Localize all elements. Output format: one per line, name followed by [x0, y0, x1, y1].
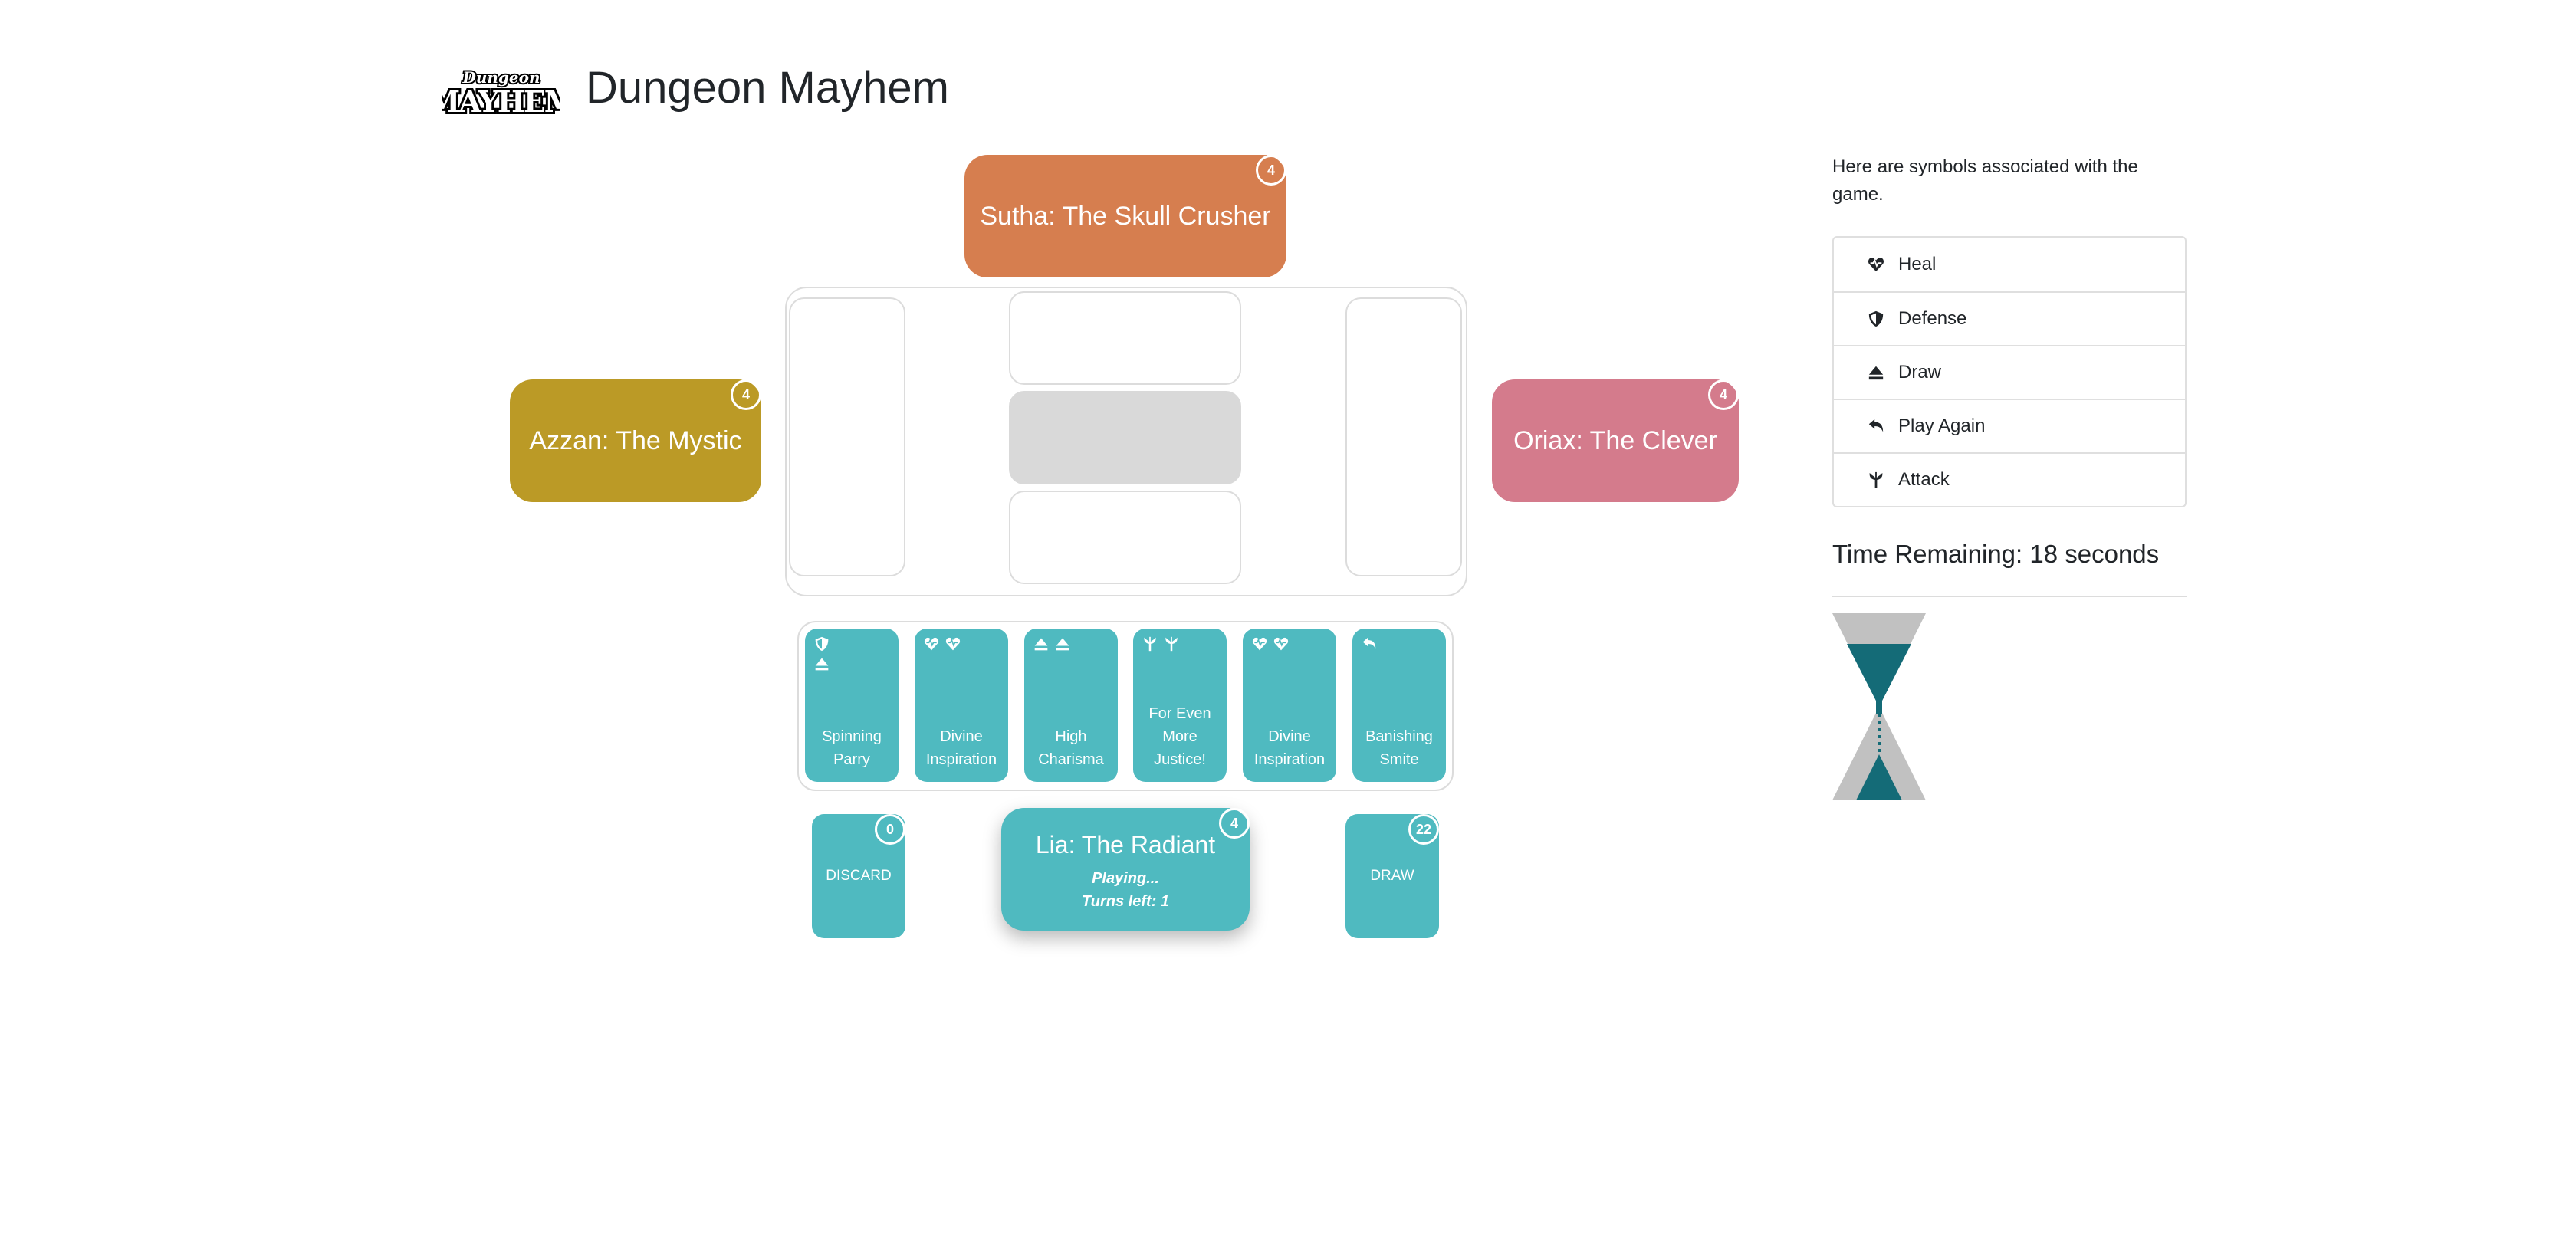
shield-icon	[1868, 310, 1884, 327]
dungeon-mayhem-logo: Dungeon MAYHEM	[442, 67, 560, 120]
svg-text:Dungeon: Dungeon	[462, 68, 540, 87]
draw-label: DRAW	[1370, 868, 1414, 884]
legend-item-defense: Defense	[1834, 291, 2185, 345]
hand-card[interactable]: Divine Inspiration	[915, 629, 1008, 782]
heal-icon	[1273, 637, 1289, 651]
opponent-name: Sutha: The Skull Crusher	[980, 201, 1271, 231]
card-name: Banishing Smite	[1365, 728, 1433, 768]
draw-pile[interactable]: DRAW 22	[1346, 814, 1439, 938]
legend-label: Draw	[1898, 362, 1942, 383]
player-name: Lia: The Radiant	[1035, 831, 1216, 859]
player-card-lia[interactable]: Lia: The Radiant Playing... Turns left: …	[1001, 808, 1250, 931]
opponent-card-sutha[interactable]: Sutha: The Skull Crusher 4	[964, 155, 1286, 277]
discard-count-badge: 0	[875, 814, 905, 845]
symbols-help-text: Here are symbols associated with the gam…	[1832, 156, 2138, 205]
discard-pile[interactable]: DISCARD 0	[812, 814, 905, 938]
divider	[1832, 596, 2187, 597]
health-badge: 4	[731, 379, 761, 410]
play-again-icon	[1868, 419, 1884, 432]
heal-icon	[1868, 258, 1884, 272]
board-slot-center-active	[1009, 391, 1241, 484]
legend-item-draw: Draw	[1834, 345, 2185, 399]
legend-label: Heal	[1898, 254, 1937, 274]
shield-icon	[815, 636, 829, 652]
hand-card[interactable]: High Charisma	[1024, 629, 1118, 782]
health-badge: 4	[1219, 808, 1250, 839]
card-name: Divine Inspiration	[925, 728, 997, 768]
game-board	[785, 287, 1467, 596]
board-slot-center-bottom	[1009, 491, 1241, 584]
opponent-card-oriax[interactable]: Oriax: The Clever 4	[1492, 379, 1739, 502]
draw-count-badge: 22	[1408, 814, 1439, 845]
legend-item-attack: Attack	[1834, 452, 2185, 506]
heal-icon	[945, 637, 961, 651]
player-status: Playing... Turns left: 1	[1082, 867, 1169, 913]
board-slot-right	[1346, 297, 1462, 576]
time-remaining: Time Remaining: 18 seconds	[1832, 540, 2160, 568]
heal-icon	[1252, 637, 1267, 651]
discard-label: DISCARD	[826, 868, 892, 884]
board-slot-center-top	[1009, 291, 1241, 385]
card-name: High Charisma	[1038, 728, 1104, 768]
hourglass-icon	[1832, 613, 1926, 800]
player-hand	[797, 621, 1454, 791]
opponent-card-azzan[interactable]: Azzan: The Mystic 4	[510, 379, 761, 502]
legend-item-play-again: Play Again	[1834, 399, 2185, 452]
health-badge: 4	[1256, 155, 1286, 186]
attack-icon	[1144, 636, 1156, 652]
draw-icon	[1868, 366, 1884, 380]
play-again-icon	[1362, 637, 1376, 649]
page-title: Dungeon Mayhem	[586, 63, 949, 113]
card-name: For Even More Justice!	[1148, 705, 1211, 768]
hand-card[interactable]: Banishing Smite	[1352, 629, 1446, 782]
draw-icon	[815, 658, 829, 671]
health-badge: 4	[1708, 379, 1739, 410]
opponent-name: Azzan: The Mystic	[529, 425, 742, 455]
hand-card[interactable]: Divine Inspiration	[1243, 629, 1336, 782]
attack-icon	[1165, 636, 1178, 652]
legend-label: Play Again	[1898, 415, 1986, 436]
board-slot-left	[789, 297, 905, 576]
legend-item-heal: Heal	[1834, 238, 2185, 291]
card-name: Divine Inspiration	[1254, 728, 1326, 768]
svg-text:MAYHEM: MAYHEM	[442, 84, 560, 119]
turns-left: Turns left: 1	[1081, 893, 1170, 910]
heal-icon	[924, 637, 939, 651]
playing-status: Playing...	[1092, 870, 1159, 887]
card-name: Spinning Parry	[822, 728, 882, 768]
attack-icon	[1869, 471, 1883, 488]
symbol-legend: Heal Defense Draw Play Again Attack	[1832, 236, 2187, 507]
hand-card[interactable]: For Even More Justice!	[1133, 629, 1227, 782]
draw-icon	[1056, 638, 1070, 651]
draw-icon	[1034, 638, 1048, 651]
legend-label: Attack	[1898, 469, 1950, 490]
opponent-name: Oriax: The Clever	[1513, 425, 1717, 455]
hand-card[interactable]: Spinning Parry	[805, 629, 899, 782]
legend-label: Defense	[1898, 308, 1967, 329]
